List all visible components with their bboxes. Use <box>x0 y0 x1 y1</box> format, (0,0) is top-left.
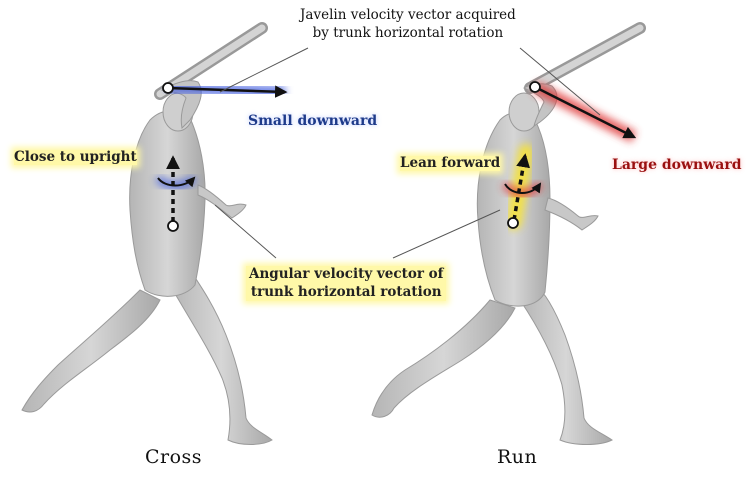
angular-velocity-label: Angular velocity vector of trunk horizon… <box>246 266 446 301</box>
javelin-velocity-label-line2: by trunk horizontal rotation <box>300 26 516 41</box>
close-to-upright-label: Close to upright <box>14 150 137 165</box>
javelin-grip-right <box>530 82 540 92</box>
back-leg-right <box>372 300 515 417</box>
caption-run: Run <box>497 447 537 468</box>
small-downward-label: Small downward <box>248 114 377 129</box>
trunk-origin-left <box>168 221 178 231</box>
caption-cross: Cross <box>145 447 202 468</box>
front-leg-right <box>520 285 612 445</box>
lean-forward-label: Lean forward <box>400 156 500 171</box>
angular-velocity-label-line2: trunk horizontal rotation <box>249 285 443 300</box>
back-leg-left <box>22 290 160 412</box>
athlete-run <box>372 28 640 445</box>
angular-velocity-label-line1: Angular velocity vector of <box>249 267 443 282</box>
javelin-velocity-label: Javelin velocity vector acquired by trun… <box>300 8 516 41</box>
forward-arm-right <box>545 198 598 230</box>
athlete-cross <box>22 28 285 445</box>
trunk-origin-right <box>508 218 518 228</box>
javelin-grip-left <box>163 83 173 93</box>
large-downward-label: Large downward <box>612 158 742 173</box>
leader-angular-left <box>215 205 276 258</box>
javelin-velocity-label-line1: Javelin velocity vector acquired <box>300 8 516 23</box>
